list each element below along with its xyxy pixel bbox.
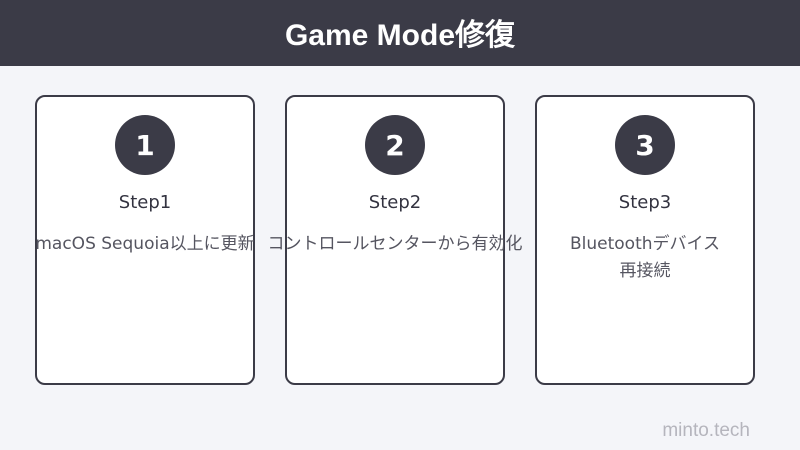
- step-number-badge: 2: [365, 115, 425, 175]
- step-label: Step3: [618, 192, 672, 213]
- step-card-2: 2 Step2 コントロールセンターから有効化: [268, 95, 523, 385]
- step-number-badge: 1: [115, 115, 175, 175]
- header-bar: Game Mode修復: [0, 0, 800, 66]
- step-label: Step2: [368, 192, 422, 213]
- step-description: macOS Sequoia以上に更新: [35, 234, 255, 254]
- watermark: minto.tech: [662, 420, 750, 441]
- page-title: Game Mode修復: [284, 19, 516, 52]
- step-label: Step1: [118, 192, 172, 213]
- step-description-line: Bluetoothデバイス: [569, 234, 721, 254]
- step-description: コントロールセンターから有効化: [267, 234, 523, 254]
- step-card-3: 3 Step3 Bluetoothデバイス 再接続: [535, 95, 755, 385]
- step-description-line: 再接続: [619, 261, 671, 281]
- step-description: Bluetoothデバイス 再接続: [537, 231, 753, 285]
- step-number-badge: 3: [615, 115, 675, 175]
- step-card-1: 1 Step1 macOS Sequoia以上に更新: [35, 95, 255, 385]
